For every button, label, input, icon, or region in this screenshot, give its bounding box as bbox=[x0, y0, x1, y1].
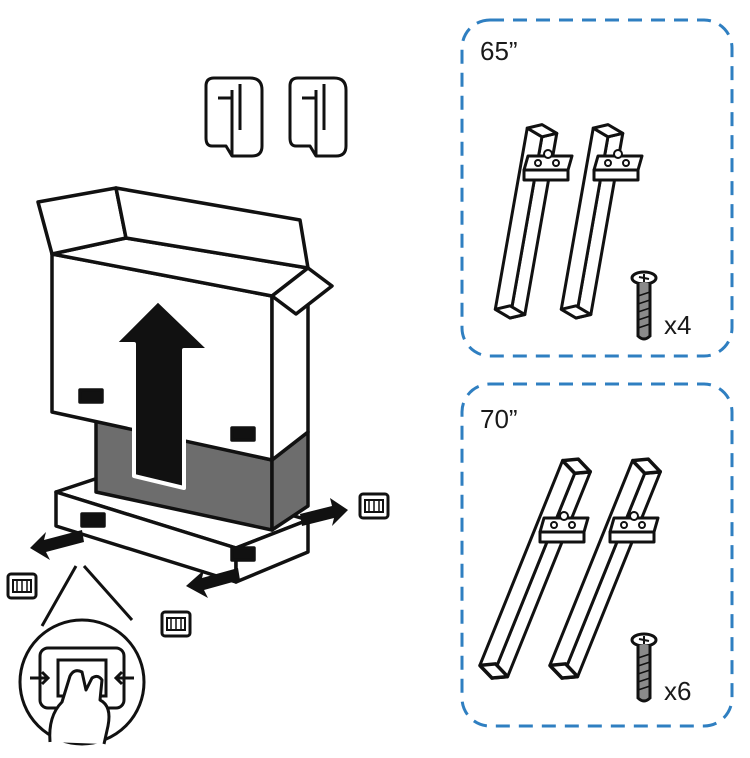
screw-icon bbox=[630, 270, 658, 341]
bracket-icon bbox=[608, 510, 660, 544]
screw-quantity: x4 bbox=[664, 310, 691, 340]
clip-icon bbox=[288, 76, 348, 158]
bracket-icon bbox=[538, 510, 590, 544]
screw-quantity: x6 bbox=[664, 676, 691, 706]
hand-icon bbox=[48, 669, 111, 745]
handle-icon bbox=[6, 572, 38, 600]
clip-icon bbox=[204, 76, 264, 158]
screw-icon bbox=[630, 632, 658, 703]
kit-size-label: 65” bbox=[480, 36, 518, 66]
bracket-icon bbox=[592, 148, 644, 182]
handle-icon bbox=[358, 492, 390, 520]
kit-panel-border bbox=[460, 18, 734, 358]
pull-arrow-icon bbox=[30, 498, 348, 598]
kit-panel-border bbox=[460, 382, 734, 728]
handle-icon bbox=[160, 610, 192, 638]
bracket-icon bbox=[522, 148, 574, 182]
kit-size-label: 70” bbox=[480, 404, 518, 434]
box-icon bbox=[36, 186, 334, 584]
up-arrow-icon bbox=[112, 298, 212, 490]
